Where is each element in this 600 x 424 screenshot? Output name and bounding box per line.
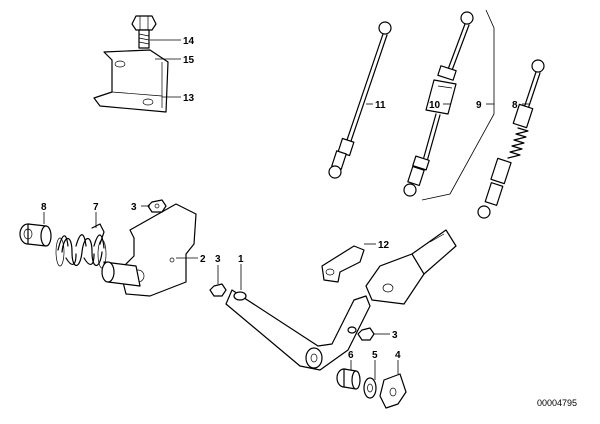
callout-1: 1 bbox=[238, 254, 244, 265]
spring-rod-part-8 bbox=[477, 59, 545, 219]
callout-labels: 14 15 13 11 10 9 8 8 7 3 2 3 1 12 3 6 5 … bbox=[41, 36, 518, 361]
callout-6: 6 bbox=[348, 350, 354, 361]
bushing-part-8 bbox=[19, 223, 52, 247]
bracket-plate-part-2 bbox=[101, 203, 197, 297]
group-bracket-9 bbox=[421, 9, 495, 201]
pedal-lever-part-1 bbox=[225, 289, 371, 371]
nut-part-3-mid bbox=[209, 283, 227, 297]
bolt-part bbox=[131, 15, 157, 49]
bushing-part-6 bbox=[336, 368, 361, 390]
callout-3-mid: 3 bbox=[215, 254, 221, 265]
callout-7: 7 bbox=[93, 202, 99, 213]
callout-14: 14 bbox=[183, 36, 195, 47]
callout-5: 5 bbox=[372, 350, 378, 361]
rod-part-11 bbox=[328, 21, 392, 179]
leader-lines bbox=[43, 39, 530, 380]
bracket-part bbox=[93, 49, 169, 113]
rod-part-10 bbox=[403, 11, 474, 197]
callout-3-right: 3 bbox=[392, 330, 398, 341]
document-number: 00004795 bbox=[537, 398, 577, 408]
coil-spring-part-7 bbox=[55, 223, 107, 269]
nut-part-3-top bbox=[147, 199, 167, 213]
nut-part-3-right bbox=[347, 326, 375, 341]
linkage-head bbox=[365, 229, 457, 305]
callout-12: 12 bbox=[378, 240, 390, 251]
callout-8-top: 8 bbox=[512, 100, 518, 111]
callout-4: 4 bbox=[395, 350, 401, 361]
callout-3-top: 3 bbox=[131, 202, 137, 213]
callout-2: 2 bbox=[200, 254, 206, 265]
callout-11: 11 bbox=[375, 100, 386, 111]
clip-part-12 bbox=[321, 245, 365, 283]
callout-13: 13 bbox=[183, 93, 195, 104]
washer-part-5 bbox=[363, 377, 377, 399]
callout-10: 10 bbox=[429, 100, 441, 111]
clip-part-4 bbox=[379, 373, 407, 409]
callout-8-left: 8 bbox=[41, 202, 47, 213]
callout-15: 15 bbox=[183, 55, 195, 66]
callout-9: 9 bbox=[476, 100, 482, 111]
